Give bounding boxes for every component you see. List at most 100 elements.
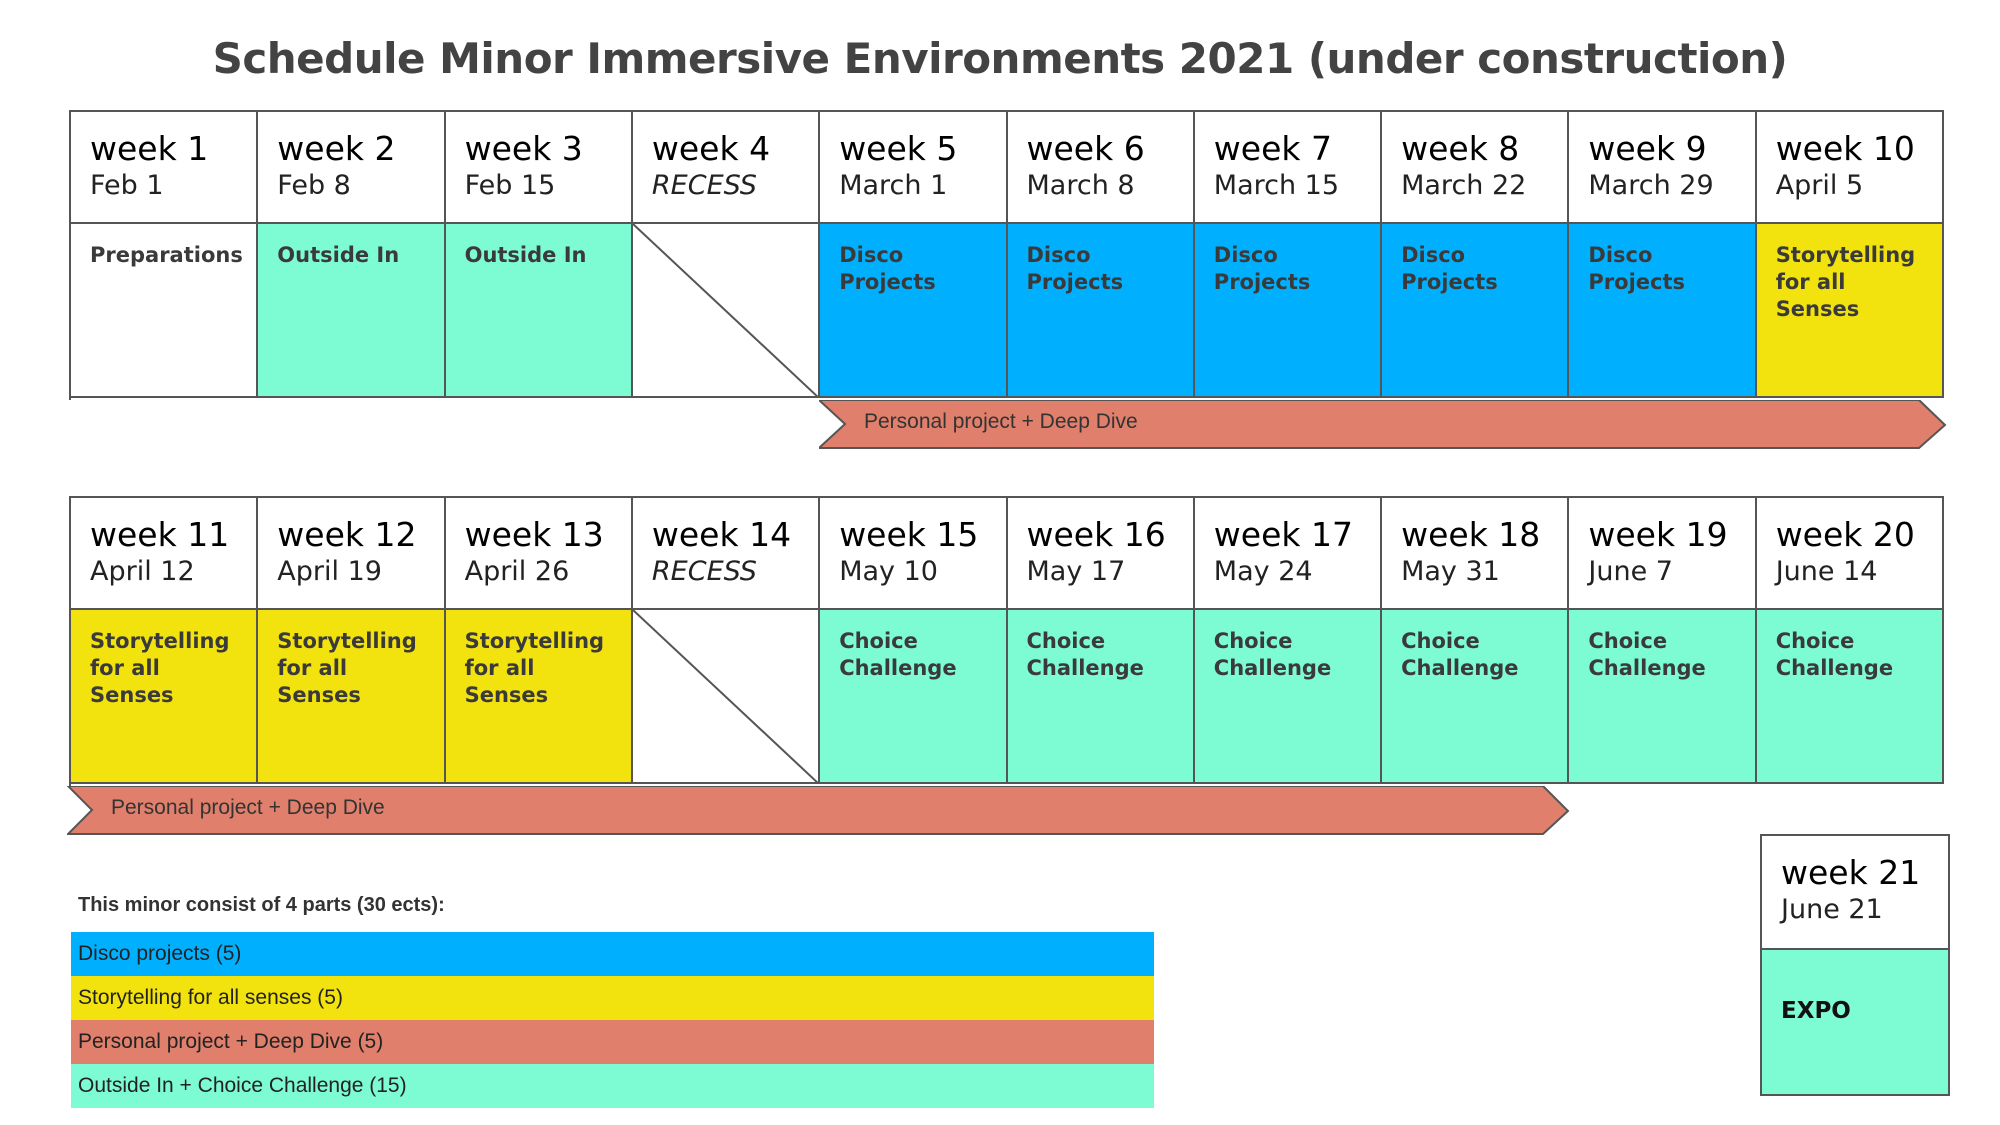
recess-cell [632,224,821,398]
week-21-cell: week 21 June 21 EXPO [1760,834,1950,1096]
week-label: week 5 [839,129,958,168]
week-date: March 29 [1588,170,1714,201]
activity-cell: Disco Projects [1569,224,1757,398]
activity-label: Choice Challenge [1026,629,1144,680]
legend-item: Storytelling for all senses (5) [71,976,1154,1020]
activity-label: Outside In [277,243,400,267]
week-date: March 22 [1401,170,1527,201]
week-label: week 3 [464,129,583,168]
activity-label: Disco Projects [1213,243,1311,294]
week-label: week 10 [1775,129,1915,168]
recess-label: RECESS [651,170,757,201]
activity-cell: Choice Challenge [1194,610,1383,784]
week-label: week 9 [1588,129,1707,168]
activity-cell: Choice Challenge [1007,610,1195,784]
activity-label: Choice Challenge [1588,629,1706,680]
week-date: April 19 [277,556,382,587]
activity-label: Choice Challenge [1213,629,1332,680]
activity-cell: Preparations [71,224,259,398]
week-label: week 19 [1588,515,1728,554]
legend-title: This minor consist of 4 parts (30 ects): [78,894,445,916]
activity-label: Choice Challenge [1775,629,1894,680]
activity-cell: Storytelling for all Senses [71,610,259,784]
personal-project-arrow-1: Personal project + Deep Dive [819,400,1947,450]
arrow-shape [67,786,1570,835]
week-label: week 6 [1026,129,1145,168]
week-label: week 2 [277,129,396,168]
personal-project-arrow-2: Personal project + Deep Dive [67,786,1570,836]
week-label: week 12 [277,515,417,554]
week-label: week 1 [90,129,209,168]
activity-cell: Choice Challenge [820,610,1008,784]
legend-item: Personal project + Deep Dive (5) [71,1020,1154,1064]
week-label: week 15 [839,515,979,554]
week-label: week 16 [1026,515,1166,554]
diagonal-strike-line [632,610,819,782]
diagonal-strike-line [632,224,819,396]
week-date: May 31 [1401,556,1500,587]
week-label: week 4 [651,129,771,168]
week-date: Feb 8 [277,170,351,201]
activity-cell: Storytelling for all Senses [258,610,446,784]
week-date: March 1 [839,170,948,201]
activity-cell: Storytelling for all Senses [445,610,633,784]
week-label: week 17 [1213,515,1353,554]
activity-cell: Outside In [258,224,446,398]
activity-cell: Storytelling for all Senses [1756,224,1944,398]
recess-label: RECESS [651,556,757,587]
activity-cell: Disco Projects [1382,224,1570,398]
activity-label: Disco Projects [1588,243,1685,294]
week-date: Feb 1 [90,170,164,201]
week-label: week 11 [90,515,230,554]
activity-label: Choice Challenge [1401,629,1519,680]
week-label: week 20 [1775,515,1915,554]
week-date: March 8 [1026,170,1135,201]
activity-label: Disco Projects [1401,243,1498,294]
activity-cell: Disco Projects [1007,224,1195,398]
week-label: week 14 [651,515,792,554]
week-date: May 10 [839,556,938,587]
activity-cell: EXPO [1762,950,1948,1094]
arrow-label: Personal project + Deep Dive [111,796,385,819]
activity-label: Storytelling for all Senses [464,629,605,707]
week-date: March 15 [1213,170,1340,201]
week-label: week 18 [1401,515,1541,554]
week-date: May 17 [1026,556,1126,587]
week-date: April 5 [1775,170,1864,201]
activity-label: Storytelling for all Senses [1775,243,1916,321]
activity-label: Choice Challenge [839,629,957,680]
activity-cell: Choice Challenge [1756,610,1944,784]
activity-label: Preparations [90,243,243,267]
week-date: April 26 [464,556,570,587]
week-date: Feb 15 [464,170,556,201]
week-label: week 8 [1401,129,1520,168]
week-label: week 21 [1781,853,1921,892]
week-label: week 13 [464,515,604,554]
activity-cell: Outside In [445,224,633,398]
activity-label: Storytelling for all Senses [90,629,230,707]
legend-item: Outside In + Choice Challenge (15) [71,1064,1154,1108]
activity-label: Disco Projects [1026,243,1124,294]
activity-cell: Choice Challenge [1569,610,1757,784]
arrow-label: Personal project + Deep Dive [864,410,1138,433]
activity-cell: Choice Challenge [1382,610,1570,784]
activity-label: Outside In [464,243,587,267]
recess-cell [632,610,821,784]
arrow-shape [819,400,1947,449]
